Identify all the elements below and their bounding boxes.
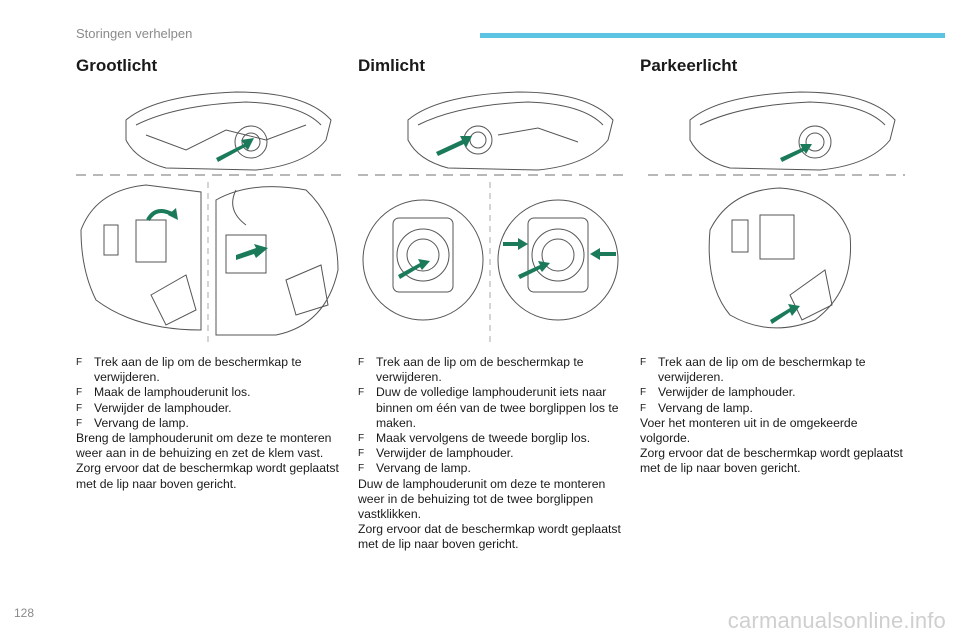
bullet-icon: F [76,417,83,429]
bullet-icon: F [76,387,83,399]
bullet-icon: F [76,357,83,368]
paragraph: Voer het monteren uit in de omgekeerde v… [640,415,858,446]
bullet-icon: F [640,402,647,414]
paragraph: Breng de lamphouderunit om deze te monte… [76,431,332,461]
title-dimlicht: Dimlicht [358,56,426,75]
title-grootlicht: Grootlicht [76,56,158,75]
illustration-parkeerlicht [640,80,905,345]
bullet-icon: F [358,387,365,399]
bullet-icon: F [358,433,365,445]
section-label: Storingen verhelpen [76,26,193,41]
bullet-icon: F [358,448,365,460]
watermark: carmanualsonline.info [727,608,946,633]
illustration-grootlicht [76,80,341,345]
bullet-icon: F [358,463,365,475]
header-accent-bar [480,33,945,38]
bullet-icon: F [76,402,83,414]
paragraph: Zorg ervoor dat de beschermkap wordt gep… [358,522,621,552]
paragraph: Duw de lamphouderunit om deze te montere… [358,476,606,522]
paragraph: Zorg ervoor dat de beschermkap wordt gep… [76,461,339,491]
illustration-dimlicht [358,80,623,345]
bullet-icon: F [640,357,647,368]
bullet-icon: F [640,387,647,399]
page-number: 128 [14,606,35,620]
bullet-icon: F [358,357,365,368]
paragraph: Zorg ervoor dat de beschermkap wordt gep… [640,446,903,476]
title-parkeerlicht: Parkeerlicht [640,56,738,75]
